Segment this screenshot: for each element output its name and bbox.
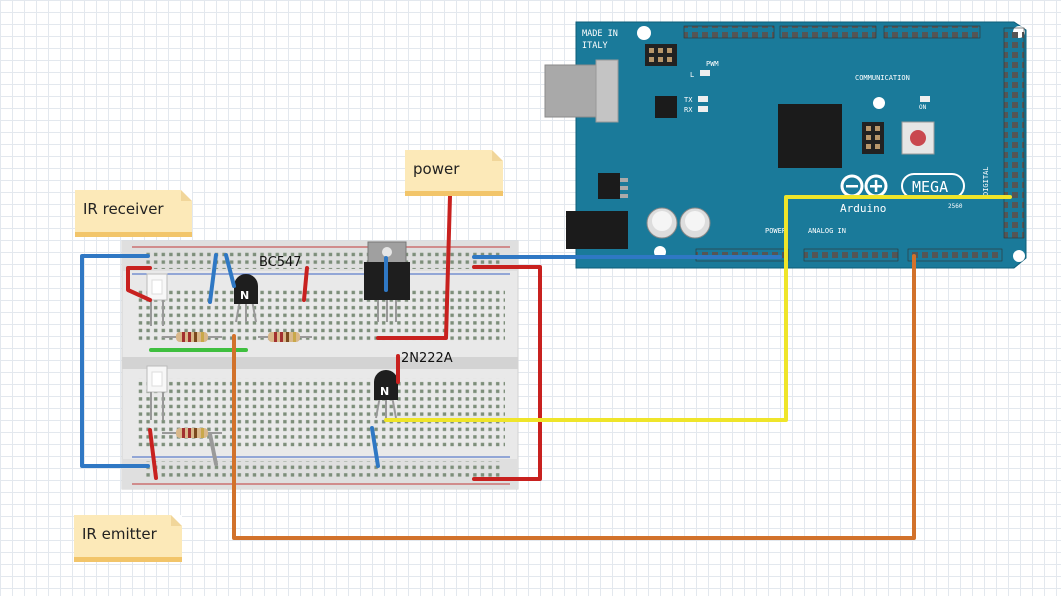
pwm-text: PWM [706, 60, 719, 68]
led-on [920, 96, 930, 102]
wire-orange-analog [232, 254, 916, 540]
label-2n222a: 2N222A [401, 351, 453, 366]
arduino-brand-text: Arduino [840, 202, 886, 215]
terminal-holes [135, 378, 505, 450]
usb-chip [655, 96, 677, 118]
led-tx [698, 96, 708, 102]
wire-red [126, 266, 152, 302]
note-ir-emitter: IR emitter [74, 515, 182, 562]
microcontroller-chip [778, 104, 842, 168]
wire-blue-ground-loop [80, 254, 150, 468]
icsp-header [645, 44, 677, 66]
note-ir-receiver: IR receiver [75, 190, 192, 237]
digital-header-top [683, 25, 775, 39]
note-power-text: power [413, 160, 460, 178]
wire-red-power-input [376, 194, 452, 340]
note-power: power [405, 150, 503, 196]
mounting-hole [1013, 250, 1025, 262]
led-rx [698, 106, 708, 112]
wire-gray [208, 432, 218, 466]
wire-blue [370, 426, 380, 468]
dc-power-jack [566, 211, 628, 249]
center-channel [122, 357, 518, 369]
communication-header [883, 25, 981, 39]
label-bc547: BC547 [259, 255, 302, 270]
note-ir-emitter-text: IR emitter [82, 525, 157, 543]
wire-red-power-rail [472, 265, 542, 481]
transistor-mark: N [240, 289, 249, 302]
wire-blue [224, 253, 236, 288]
transistor-2n222a: N [374, 370, 398, 419]
reset-button-cap[interactable] [910, 130, 926, 146]
wire-blue [208, 253, 218, 304]
mega-text: MEGA [912, 178, 948, 196]
wire-red [148, 428, 158, 480]
analog-in-text: ANALOG IN [808, 227, 846, 235]
wire-yellow-signal [384, 195, 1012, 422]
transistor-mark: N [380, 385, 389, 398]
analog-header [907, 248, 1003, 262]
communication-text: COMMUNICATION [855, 74, 910, 82]
resistor [258, 332, 312, 342]
note-ir-receiver-text: IR receiver [83, 200, 164, 218]
mounting-hole [873, 97, 885, 109]
led-l-text: L [690, 71, 694, 79]
power-text: POWER [765, 227, 787, 235]
digital-text: DIGITAL [982, 166, 990, 196]
digital-header-right [1003, 27, 1025, 239]
tx-text: TX [684, 96, 693, 104]
led-l [700, 70, 710, 76]
digital-header-top [779, 25, 877, 39]
breadboard [121, 240, 519, 490]
model-number-text: 2560 [948, 203, 963, 210]
on-text: ON [919, 104, 927, 111]
voltage-regulator [598, 173, 620, 199]
resistor [162, 332, 222, 342]
icsp-header [862, 122, 884, 154]
mounting-hole [637, 26, 651, 40]
rx-text: RX [684, 106, 693, 114]
rail-holes [145, 250, 503, 269]
wire-red [302, 266, 309, 302]
arduino-mega-board: MADE IN ITALY PWM L TX RX COMMUNICATION … [544, 21, 1027, 269]
transistor-bc547: N [234, 274, 258, 323]
italy-text: ITALY [582, 41, 608, 51]
analog-header [803, 248, 899, 262]
made-in-text: MADE IN [582, 29, 618, 39]
resistor [162, 428, 222, 438]
rail-holes [145, 461, 503, 480]
